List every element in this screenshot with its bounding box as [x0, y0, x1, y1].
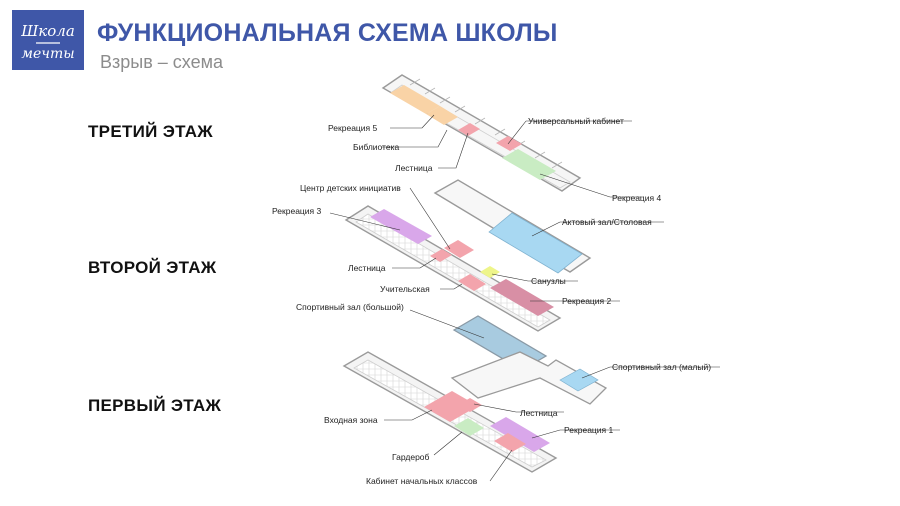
label-wardrobe: Гардероб	[392, 452, 430, 462]
second-children-center-zone	[444, 240, 474, 258]
third-recreation-4-zone	[502, 149, 556, 180]
school-logo: Школа мечты	[12, 10, 84, 70]
logo-line-1: Школа	[20, 22, 75, 40]
logo-line-2: мечты	[21, 46, 74, 62]
second-recreation-3-zone	[370, 209, 432, 244]
label-teachers-room: Учительская	[380, 284, 430, 294]
first-primary-classes-zone	[494, 433, 526, 452]
label-assembly-hall: Актовый зал/Столовая	[562, 217, 652, 227]
second-recreation-2-zone	[490, 279, 554, 316]
first-entrance-zone	[424, 391, 478, 422]
label-recreation-5: Рекреация 5	[328, 123, 378, 133]
label-recreation-1: Рекреация 1	[564, 425, 614, 435]
floor-label-second: ВТОРОЙ ЭТАЖ	[88, 258, 217, 277]
label-stairs-1: Лестница	[520, 408, 558, 418]
second-assembly-hall-zone	[488, 212, 583, 274]
floor-label-third: ТРЕТИЙ ЭТАЖ	[88, 122, 213, 141]
second-restrooms-zone	[480, 266, 500, 278]
label-stairs-3: Лестница	[395, 163, 433, 173]
label-primary-classes: Кабинет начальных классов	[366, 476, 478, 486]
third-library-zone	[426, 106, 458, 125]
school-logo-mark: Школа мечты	[20, 22, 75, 62]
page-title: ФУНКЦИОНАЛЬНАЯ СХЕМА ШКОЛЫ	[97, 19, 558, 47]
label-library: Библиотека	[353, 142, 399, 152]
first-stairs-zone	[458, 398, 482, 412]
third-recreation-5-zone	[390, 85, 440, 114]
first-wardrobe-zone	[454, 418, 484, 436]
page-subtitle: Взрыв – схема	[100, 52, 223, 72]
label-universal-room: Универсальный кабинет	[528, 116, 624, 126]
label-big-gym: Спортивный зал (большой)	[296, 302, 404, 312]
floor-label-first: ПЕРВЫЙ ЭТАЖ	[88, 396, 222, 415]
second-floor-plan	[344, 179, 592, 332]
label-recreation-3: Рекреация 3	[272, 206, 322, 216]
first-small-gym-zone	[559, 368, 599, 392]
callout-labels: Рекреация 5 Библиотека Лестница Универса…	[272, 116, 711, 486]
third-stairs-zone	[458, 123, 480, 136]
third-universal-room-zone	[496, 136, 522, 151]
first-floor-plan	[342, 315, 608, 473]
label-stairs-2: Лестница	[348, 263, 386, 273]
second-stairs-zone	[430, 249, 452, 262]
label-recreation-2: Рекреация 2	[562, 296, 612, 306]
third-floor-plan	[381, 74, 582, 192]
label-recreation-4: Рекреация 4	[612, 193, 662, 203]
label-children-center: Центр детских инициатив	[300, 183, 401, 193]
first-recreation-1-zone	[490, 417, 550, 452]
label-small-gym: Спортивный зал (малый)	[612, 362, 711, 372]
label-entrance-zone: Входная зона	[324, 415, 378, 425]
callout-lines	[329, 114, 720, 482]
first-floor-gym-wing	[450, 351, 608, 405]
label-restrooms: Санузлы	[531, 276, 566, 286]
second-teachers-room-zone	[458, 274, 486, 291]
